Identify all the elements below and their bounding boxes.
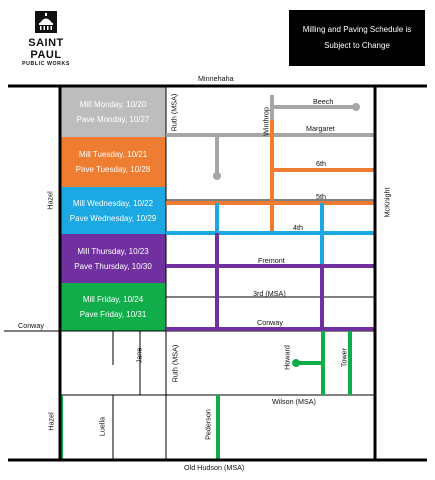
wednesday-streets [166, 203, 375, 266]
tuesday-streets [166, 120, 375, 231]
schedule-label-monday: Mill Monday, 10/20 Pave Monday, 10/27 [60, 87, 166, 137]
mill-monday: Mill Monday, 10/20 [79, 100, 147, 109]
street-label-hazel-lower: Hazel [46, 412, 56, 431]
schedule-box-monday [60, 87, 166, 137]
street-label-mcknight: McKnight [382, 187, 392, 218]
pave-tuesday: Pave Tuesday, 10/28 [75, 165, 151, 174]
gray-end-dot [213, 172, 221, 180]
street-label-luella: Luella [97, 416, 107, 437]
street-label-old-hudson: Old Hudson (MSA) [184, 463, 245, 472]
street-label-conway: Conway [257, 318, 283, 327]
mill-thursday: Mill Thursday, 10/23 [77, 246, 149, 256]
street-label-beech: Beech [313, 97, 334, 106]
pave-wednesday: Pave Wednesday, 10/29 [69, 213, 157, 223]
mill-tuesday: Mill Tuesday, 10/21 [78, 150, 148, 159]
notice-line-1: Milling and Paving Schedule is [302, 25, 412, 34]
street-label-ruth-lower: Ruth (MSA) [170, 344, 180, 383]
notice-line-2: Subject to Change [324, 41, 390, 50]
schedule-label-tuesday: Mill Tuesday, 10/21 Pave Tuesday, 10/28 [60, 137, 166, 187]
boundary-streets [8, 84, 427, 462]
schedule-notice: Milling and Paving Schedule is Subject t… [289, 10, 425, 66]
street-label-minnehaha: Minnehaha [198, 74, 234, 83]
logo-subtitle: PUBLIC WORKS [22, 61, 70, 67]
schedule-label-thursday: Mill Thursday, 10/23 Pave Thursday, 10/3… [60, 234, 166, 283]
street-label-jane: Jane [134, 347, 144, 364]
street-label-pederson: Pederson [203, 409, 213, 440]
schedule-label-friday: Mill Friday, 10/24 Pave Friday, 10/31 [60, 283, 166, 331]
capitol-dome-icon [35, 11, 57, 33]
schedule-label-wednesday: Mill Wednesday, 10/22 Pave Wednesday, 10… [60, 187, 166, 234]
street-label-fremont: Fremont [258, 256, 285, 265]
street-label-5th: 5th [316, 192, 326, 201]
mill-friday: Mill Friday, 10/24 [82, 295, 144, 304]
street-label-winthrop: Winthrop [261, 107, 271, 136]
pave-monday: Pave Monday, 10/27 [76, 115, 150, 124]
thursday-streets [166, 233, 375, 331]
howard-end-dot [292, 359, 300, 367]
schedule-box-tuesday [60, 137, 166, 187]
pave-thursday: Pave Thursday, 10/30 [74, 261, 152, 271]
mill-wednesday: Mill Wednesday, 10/22 [72, 198, 154, 208]
street-label-conway-left: Conway [18, 321, 44, 330]
schedule-box-thursday [60, 234, 166, 283]
street-label-hazel: Hazel [45, 191, 55, 210]
street-label-3rd: 3rd (MSA) [253, 289, 286, 298]
logo-name: SAINT PAUL [28, 37, 64, 61]
street-label-wilson: Wilson (MSA) [272, 397, 316, 406]
street-label-tower: Tower [339, 347, 349, 368]
street-label-4th: 4th [293, 223, 303, 232]
street-label-howard: Howard [282, 345, 292, 370]
street-label-margaret: Margaret [306, 124, 335, 133]
schedule-box-friday [60, 283, 166, 331]
street-label-6th: 6th [316, 159, 326, 168]
street-label-ruth-upper: Ruth (MSA) [169, 93, 179, 132]
pave-friday: Pave Friday, 10/31 [79, 310, 147, 319]
beech-end-dot [352, 103, 360, 111]
schedule-box-wednesday [60, 187, 166, 234]
saint-paul-logo: SAINT PAUL PUBLIC WORKS [14, 11, 78, 67]
